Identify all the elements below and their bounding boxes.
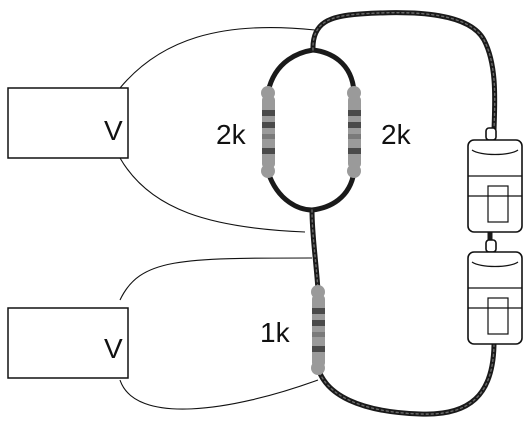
- resistor-2k-right-band-4: [348, 148, 361, 154]
- wire-texture-bottom: [317, 344, 495, 415]
- resistor-1k-band-1: [312, 308, 325, 314]
- battery-lower-cap: [485, 239, 497, 253]
- wire-texture-down: [311, 209, 319, 291]
- resistor-2k-left-label: 2k: [216, 119, 247, 150]
- probe-wire-bottom-meter-lower: [119, 379, 319, 410]
- battery-lower-label-band: [468, 287, 522, 309]
- wire-top-rail: [310, 10, 498, 133]
- resistor-2k-left-band-3: [262, 134, 275, 139]
- resistor-2k-right-band-3: [348, 134, 361, 139]
- battery-lower-shading: [471, 261, 519, 268]
- resistor-2k-left-band-2: [262, 122, 275, 128]
- resistor-2k-left-cap-bottom: [261, 164, 275, 178]
- resistor-2k-left-body: [262, 96, 275, 168]
- meter-probes: [119, 27, 319, 410]
- resistor-2k-right: [347, 86, 361, 178]
- voltmeter-top: V: [7, 87, 129, 159]
- resistor-2k-left-band-1: [262, 110, 275, 116]
- battery-upper-shading: [471, 149, 519, 156]
- resistor-1k-cap-bottom: [311, 361, 325, 375]
- battery-lower-label: [487, 297, 509, 335]
- resistor-2k-right-band-2: [348, 122, 361, 128]
- circuit-wires: [265, 10, 498, 417]
- battery-cell-icon: [467, 127, 523, 233]
- battery-cell-icon: [467, 239, 523, 345]
- voltmeter-bottom-symbol: V: [104, 333, 123, 364]
- resistor-1k-band-3: [312, 332, 325, 337]
- resistor-1k: [311, 285, 325, 375]
- probe-wire-bottom-meter-upper: [119, 257, 313, 301]
- resistor-1k-body: [312, 295, 325, 367]
- resistor-2k-right-body: [348, 96, 361, 168]
- probe-wire-top-meter-upper: [119, 27, 316, 89]
- resistor-1k-band-4: [312, 346, 325, 352]
- voltmeter-bottom: V: [7, 307, 129, 379]
- resistor-2k-right-band-1: [348, 110, 361, 116]
- battery-upper-label: [487, 185, 509, 223]
- resistor-1k-band-2: [312, 320, 325, 326]
- wire-parallel-loop-top: [265, 47, 357, 95]
- probe-wire-top-meter-lower: [119, 157, 306, 233]
- resistor-1k-label: 1k: [260, 317, 291, 348]
- voltmeter-top-symbol: V: [104, 115, 123, 146]
- wire-texture-top: [312, 12, 496, 131]
- resistor-2k-left-band-4: [262, 148, 275, 154]
- resistor-2k-right-cap-bottom: [347, 164, 361, 178]
- battery-upper-label-band: [468, 175, 522, 197]
- voltmeter-bottom-box: [7, 307, 129, 379]
- battery-upper-cap: [485, 127, 497, 141]
- resistor-2k-left: [261, 86, 275, 178]
- wire-parallel-loop-bottom: [265, 169, 357, 213]
- resistor-2k-right-label: 2k: [381, 119, 412, 150]
- wire-bottom-rail: [315, 342, 497, 417]
- voltmeter-top-box: [7, 87, 129, 159]
